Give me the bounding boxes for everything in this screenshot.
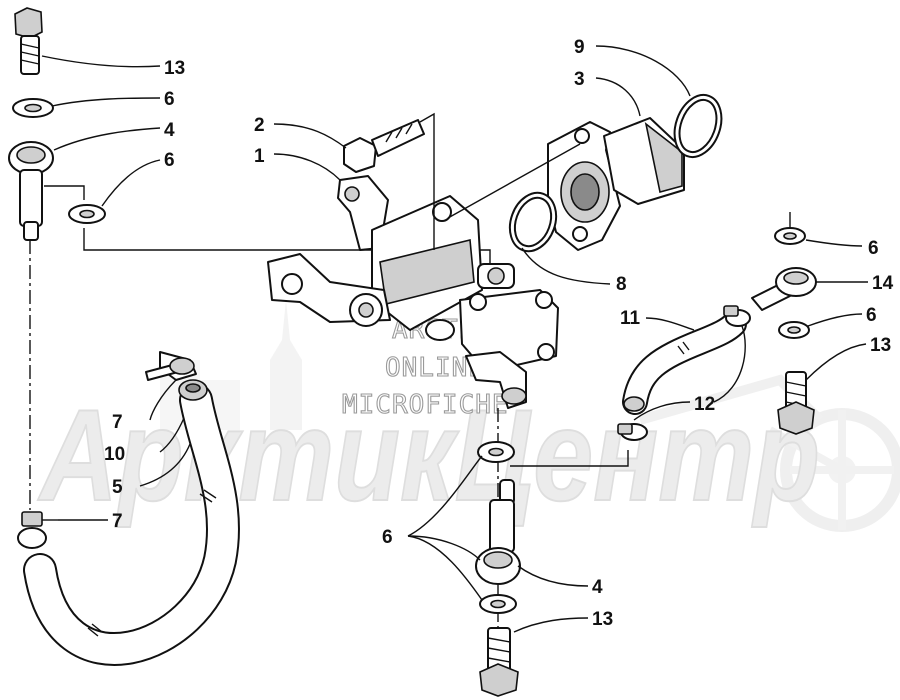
oil-hose-5 [23,379,240,666]
callout-6-top-left: 6 [164,89,175,110]
banjo-fitting-4-left [8,141,54,241]
bolt-2 [343,119,425,173]
inlet-flange-3 [547,117,685,251]
hose-clamp-12-lower [617,423,648,441]
callout-6-right-lower: 6 [866,305,877,326]
pump-outlet-flange [459,289,559,373]
leader-flange-to-pump [447,143,581,219]
callout-9: 9 [574,37,585,58]
callout-3: 3 [574,69,585,90]
watermark-brand: АрктикЦентр [38,382,820,528]
leader-hose-11-to-fitting [510,450,629,467]
callout-4-left: 4 [164,120,175,141]
hose-clamp-12-upper [723,305,751,327]
bolt-13-right [777,371,815,435]
bolt-13-top-left [14,7,43,75]
callout-6-mid-left: 6 [164,150,175,171]
callout-leaders [41,45,868,633]
callout-13-top-left: 13 [164,58,185,79]
callout-7-upper: 7 [112,412,123,433]
callout-2: 2 [254,115,265,136]
callout-12: 12 [694,394,715,415]
callout-4-center: 4 [592,577,603,598]
callout-11: 11 [620,308,641,329]
leader-bolt-2-to-pump [419,112,435,250]
oil-pump-assembly [267,175,559,409]
callout-6-right-upper: 6 [868,238,879,259]
callout-7-lower: 7 [112,511,123,532]
watermark-line-3: MICROFICHE [342,390,509,420]
callout-5: 5 [112,477,123,498]
callout-13-right: 13 [870,335,891,356]
hose-clamp-7-left [17,511,58,549]
hose-clamp-7-upper [145,351,197,381]
leader-to-pump-inlet [83,228,491,272]
callout-8: 8 [616,274,627,295]
left-fitting-assembly [8,7,491,549]
callout-10: 10 [104,444,125,465]
callout-14: 14 [872,273,894,294]
callout-labels: 13 6 4 6 2 1 9 3 8 11 12 6 14 6 13 7 10 … [104,37,894,630]
banjo-fitting-14 [751,267,817,311]
hose-11 [622,311,747,415]
bolt-13-center [479,627,519,697]
callout-6-center: 6 [382,527,393,548]
motorcycle-watermark-icon [638,374,900,532]
watermark: АрктикЦентр ARCTIC ONLINE MICROFICHE [37,300,900,532]
callout-13-center: 13 [592,609,613,630]
banjo-fitting-4-center [475,479,521,585]
callout-1: 1 [254,146,265,167]
